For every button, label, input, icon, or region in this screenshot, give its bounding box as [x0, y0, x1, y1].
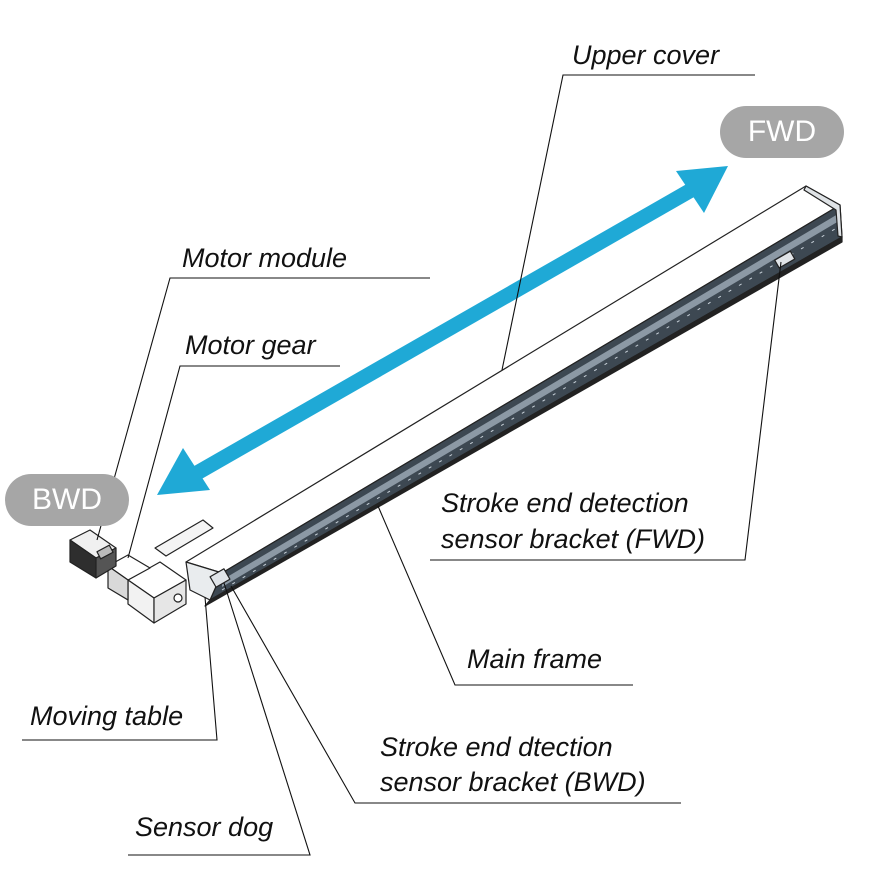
- label-bwd-bracket-line2: sensor bracket (BWD): [380, 767, 646, 797]
- leader-motor-module: [96, 277, 430, 541]
- sensor-bracket-bwd: [209, 568, 231, 588]
- label-bwd-bracket-line1: Stroke end dtection: [380, 732, 613, 762]
- label-fwd-bracket-line2: sensor bracket (FWD): [441, 524, 706, 554]
- fwd-badge: FWD: [720, 106, 844, 158]
- leader-moving-table: [22, 596, 218, 741]
- leader-fwd-bracket: [430, 261, 782, 561]
- leader-main-frame: [377, 505, 633, 686]
- label-main-frame: Main frame: [467, 644, 603, 674]
- label-motor-module: Motor module: [182, 243, 348, 273]
- label-fwd-bracket-line1: Stroke end detection: [441, 488, 689, 518]
- actuator-body: [69, 185, 843, 624]
- sensor-bracket-fwd: [774, 250, 796, 269]
- label-moving-table: Moving table: [30, 701, 184, 731]
- bwd-badge: BWD: [5, 474, 129, 526]
- leader-upper-cover: [501, 74, 755, 371]
- leader-motor-gear: [127, 365, 340, 559]
- moving-table: [154, 519, 214, 557]
- direction-arrow: [157, 166, 728, 495]
- label-sensor-dog: Sensor dog: [135, 812, 274, 842]
- leader-lines: [22, 74, 782, 856]
- label-upper-cover: Upper cover: [572, 40, 720, 70]
- motor: [69, 529, 187, 624]
- leader-bwd-bracket: [230, 585, 681, 804]
- leader-sensor-dog: [128, 582, 311, 856]
- label-motor-gear: Motor gear: [185, 330, 316, 360]
